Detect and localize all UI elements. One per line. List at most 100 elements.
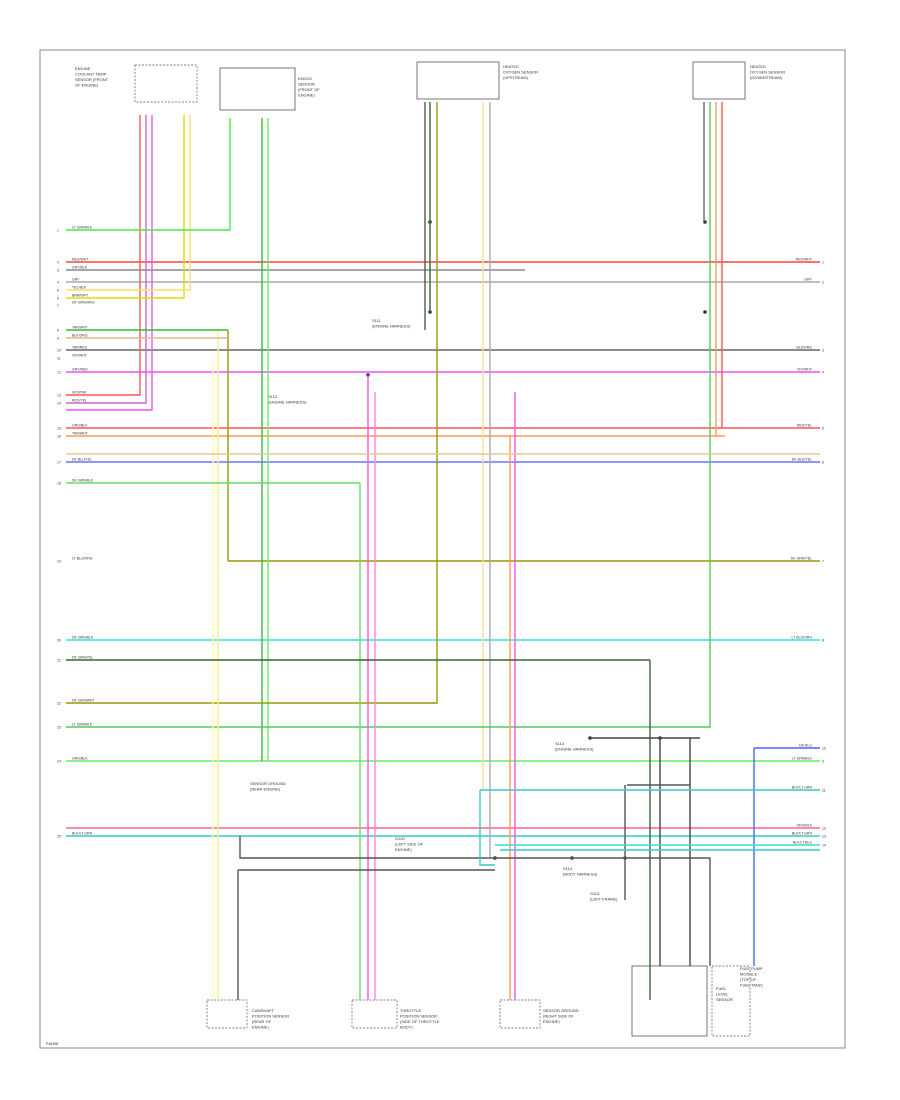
camshaft-position-sensor-label-line: (REAR OF: [252, 1019, 272, 1024]
heated-oxygen-sensor-downstream-label-line: OXYGEN SENSOR: [750, 70, 785, 75]
fuel-level-sensor-label-line: LEVEL: [716, 992, 729, 997]
right-pin-12: 12: [822, 827, 826, 831]
left-wire-label-13: VIO/PNK: [72, 391, 87, 395]
splice-s113-label: S113(ENGINE HARNESS): [555, 741, 594, 752]
ground-g101-label: G101(LEFT FRAME): [590, 891, 618, 902]
right-pin-2: 2: [822, 281, 824, 285]
sensor-ground-2-label-line: ENGINE): [543, 1019, 560, 1024]
fuel-level-sensor-label-line: SENSOR: [716, 997, 733, 1002]
right-pin-7: 7: [822, 560, 824, 564]
left-pin-12: 12: [57, 371, 61, 375]
left-pin-21: 21: [57, 659, 61, 663]
figure-code: P48498: [46, 1042, 58, 1046]
right-wire-label-2: GRY: [804, 278, 812, 282]
splice-s2-label-line: S112: [268, 394, 278, 399]
engine-coolant-temp-label-line: SENSOR (FRONT: [75, 77, 109, 82]
left-pin-14: 14: [57, 402, 61, 406]
left-pin-1: 1: [57, 229, 59, 233]
splice-s4-label-line: (BODY HARNESS): [563, 872, 598, 877]
right-pin-11: 11: [822, 789, 826, 793]
heated-oxygen-sensor-downstream-label-line: (DOWNSTREAM): [750, 75, 783, 80]
sensor-ground-label-line: SENSOR GROUND: [250, 781, 286, 786]
splice-s3-label-line: S113: [555, 741, 565, 746]
splice-s112-label: S112(ENGINE HARNESS): [268, 394, 307, 405]
wire-run-5: [66, 115, 191, 291]
wire-run-3: [66, 115, 153, 411]
left-wire-label-25: BLK/LT GRN: [72, 832, 93, 836]
left-pin-16: 16: [57, 435, 61, 439]
left-wire-label-10: TAN/RED: [72, 346, 88, 350]
right-wire-label-12: ORG/BLK: [796, 824, 812, 828]
right-wire-label-10: DK BLU: [799, 744, 812, 748]
fuel-pump-module-label-line: FUEL PUMP: [740, 966, 763, 971]
wire-run-ground: [239, 836, 711, 966]
right-pin-10: 10: [822, 747, 826, 751]
left-pin-8: 8: [57, 329, 59, 333]
right-wire-label-3: BLK/ORG: [796, 346, 812, 350]
right-wire-label-5: RED/YEL: [797, 424, 812, 428]
left-pin-4: 4: [57, 281, 59, 285]
left-pin-24: 24: [57, 760, 61, 764]
splice-s111-label: S111(ENGINE HARNESS): [372, 318, 411, 329]
heated-oxygen-sensor-upstream-label-line: HEATED: [503, 64, 519, 69]
diagram-frame: [39, 49, 846, 1049]
left-wire-label-7: DK GRN/ORG: [72, 301, 95, 305]
wire-run-1: [66, 115, 141, 396]
knock-sensor-label-line: (FRONT OF: [298, 87, 320, 92]
engine-coolant-temp-label-line: ENGINE: [75, 66, 91, 71]
left-wire-label-5: YEL/BLK: [72, 286, 87, 290]
splice-s1-label-line: S111: [372, 318, 382, 323]
left-pin-2: 2: [57, 261, 59, 265]
wire-run-shield: [479, 790, 495, 866]
right-wire-label-14: BLK/LT BLU: [793, 841, 813, 845]
left-wire-label-2: RED/WHT: [72, 258, 89, 262]
right-pin-1: 1: [822, 261, 824, 265]
left-pin-9: 9: [57, 337, 59, 341]
fuel-pump-module-label-line: FUEL TANK): [740, 983, 763, 988]
wire-run-2: [66, 115, 147, 404]
heated-oxygen-sensor-downstream-label-line: HEATED: [750, 64, 766, 69]
left-pin-15: 15: [57, 427, 61, 431]
left-wire-label-24: ORG/BLK: [72, 757, 88, 761]
left-wire-label-20: DK GRN/BLK: [72, 636, 94, 640]
left-wire-label-4: GRY: [72, 278, 80, 282]
left-wire-label-19: LT BLU/ORG: [72, 557, 93, 561]
left-pin-7: 7: [57, 304, 59, 308]
wire-harness: [66, 102, 820, 1000]
fuel-pump-module-label-line: MODULE: [740, 972, 757, 977]
left-pin-22: 22: [57, 702, 61, 706]
right-pin-5: 5: [822, 427, 824, 431]
left-wire-label-9: BLK/ORG: [72, 334, 88, 338]
wire-run-6: [66, 118, 231, 231]
right-pin-3: 3: [822, 349, 824, 353]
right-wire-label-7: DK GRN/YEL: [791, 557, 812, 561]
sensor-ground-label-line: (NEAR ENGINE): [250, 787, 281, 792]
left-pin-5: 5: [57, 289, 59, 293]
left-pin-25: 25: [57, 835, 61, 839]
splice-s2-label-line: (ENGINE HARNESS): [268, 400, 307, 405]
wire-run-4: [66, 115, 185, 299]
right-wire-label-13: BLK/LT GRN: [792, 832, 813, 836]
camshaft-position-sensor-label-line: POSITION SENSOR: [252, 1014, 289, 1019]
right-pin-13: 13: [822, 835, 826, 839]
junction-dots: [366, 220, 707, 860]
camshaft-position-sensor-label-line: CAMSHAFT: [252, 1008, 275, 1013]
throttle-position-sensor-label-line: THROTTLE: [400, 1008, 421, 1013]
camshaft-position-sensor-label-line: ENGINE): [252, 1025, 269, 1030]
left-pin-20: 20: [57, 639, 61, 643]
left-wire-label-17: DK BLU/YEL: [72, 458, 92, 462]
left-pin-3: 3: [57, 269, 59, 273]
